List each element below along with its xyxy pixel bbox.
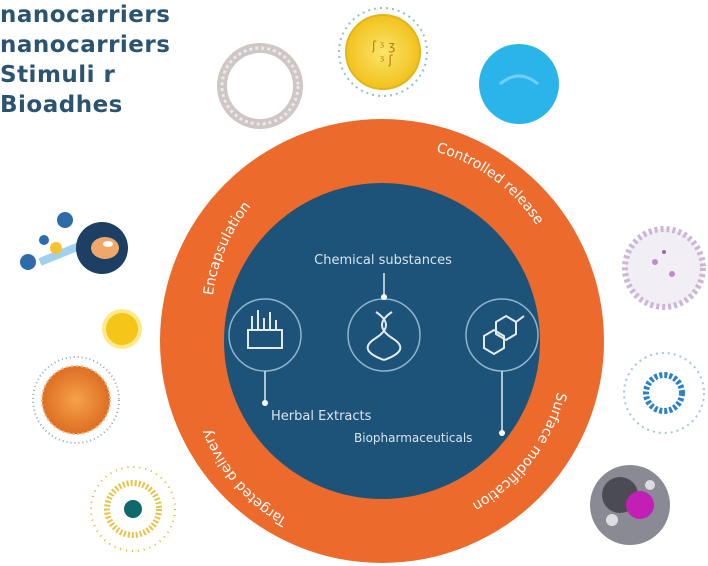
- herbal-extract-icon: [228, 298, 302, 406]
- right-label-2: Bioadhes: [0, 92, 123, 118]
- blue-shell-particle-icon: [623, 352, 705, 434]
- svg-text:ʃ ᶾ ʒ: ʃ ᶾ ʒ: [371, 39, 395, 53]
- lipid-vesicle-icon: [622, 226, 706, 310]
- small-gold-particle-icon: [102, 309, 142, 349]
- liposome-icon: [217, 43, 303, 129]
- spiky-micelle-icon: [90, 466, 176, 552]
- complex-cell-particle-icon: [590, 465, 670, 545]
- dna-helix-icon: [347, 273, 421, 372]
- micelle-yellow-icon: ʃ ᶾ ʒ ᶾ ʃ: [338, 7, 428, 97]
- label-biopharmaceuticals: Biopharmaceuticals: [354, 431, 472, 445]
- inner-core: [224, 183, 540, 499]
- left-label-2: nanocarriers: [0, 32, 171, 58]
- label-herbal-extracts: Herbal Extracts: [271, 409, 372, 424]
- left-category-labels: nanocarriers nanocarriers: [0, 0, 708, 60]
- svg-text:ᶾ ʃ: ᶾ ʃ: [380, 53, 394, 67]
- orange-dendrimer-icon: [32, 356, 120, 444]
- blue-nanoparticle-icon: [479, 44, 559, 124]
- label-chemical-substances: Chemical substances: [314, 253, 452, 268]
- molecule-cluster-icon: [20, 212, 128, 274]
- right-label-1: Stimuli r: [0, 62, 116, 88]
- molecule-icon: [465, 298, 539, 436]
- left-label-1: nanocarriers: [0, 2, 171, 28]
- right-category-labels: Stimuli r Bioadhes: [0, 60, 708, 120]
